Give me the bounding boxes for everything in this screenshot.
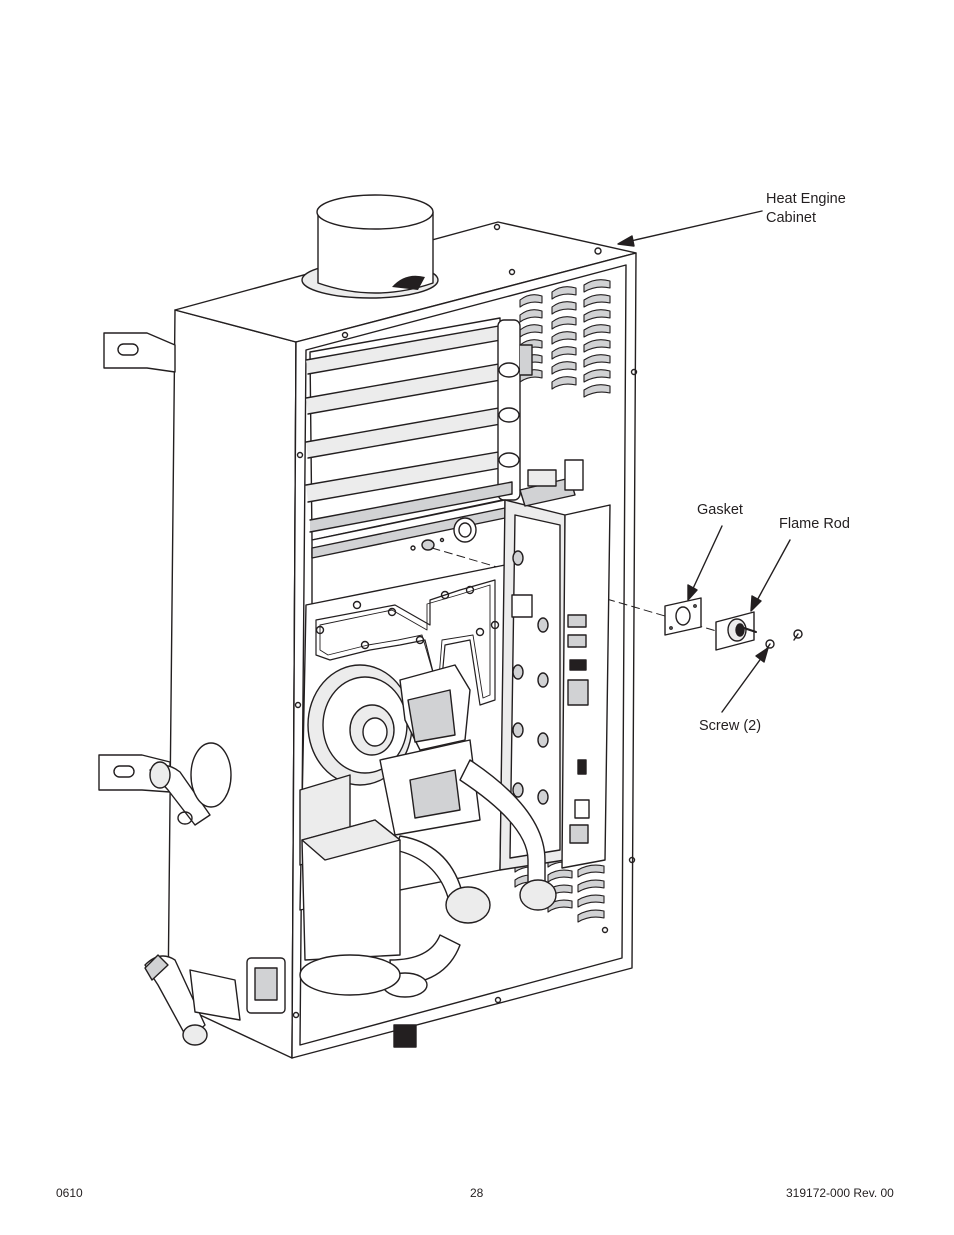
flame-rod-alignment-line <box>431 547 731 636</box>
footer-document-number: 319172-000 Rev. 00 <box>786 1186 894 1200</box>
vent-collar <box>301 194 439 299</box>
mounting-bracket-top <box>103 332 176 373</box>
label-screw: Screw (2) <box>699 718 762 734</box>
label-heat-engine-cabinet: Heat Engine Cabinet <box>766 190 846 228</box>
flame-rod-part <box>715 611 757 651</box>
footer-date-code: 0610 <box>56 1186 83 1200</box>
transformer-box <box>299 774 401 996</box>
gasket-part <box>664 597 702 636</box>
screw-part <box>765 629 803 651</box>
label-heat-engine-cabinet-line1: Heat Engine <box>766 191 846 207</box>
control-assembly <box>499 459 611 871</box>
side-water-fittings <box>144 742 286 1046</box>
blower-fan <box>307 664 471 786</box>
callout-arrows <box>617 210 791 713</box>
heat-exchanger <box>305 317 533 541</box>
label-flame-rod: Flame Rod <box>779 516 850 532</box>
gas-valve-and-piping <box>379 739 557 1048</box>
label-heat-engine-cabinet-line2: Cabinet <box>766 210 816 226</box>
label-gasket: Gasket <box>697 502 743 518</box>
footer-page-number: 28 <box>470 1186 484 1200</box>
